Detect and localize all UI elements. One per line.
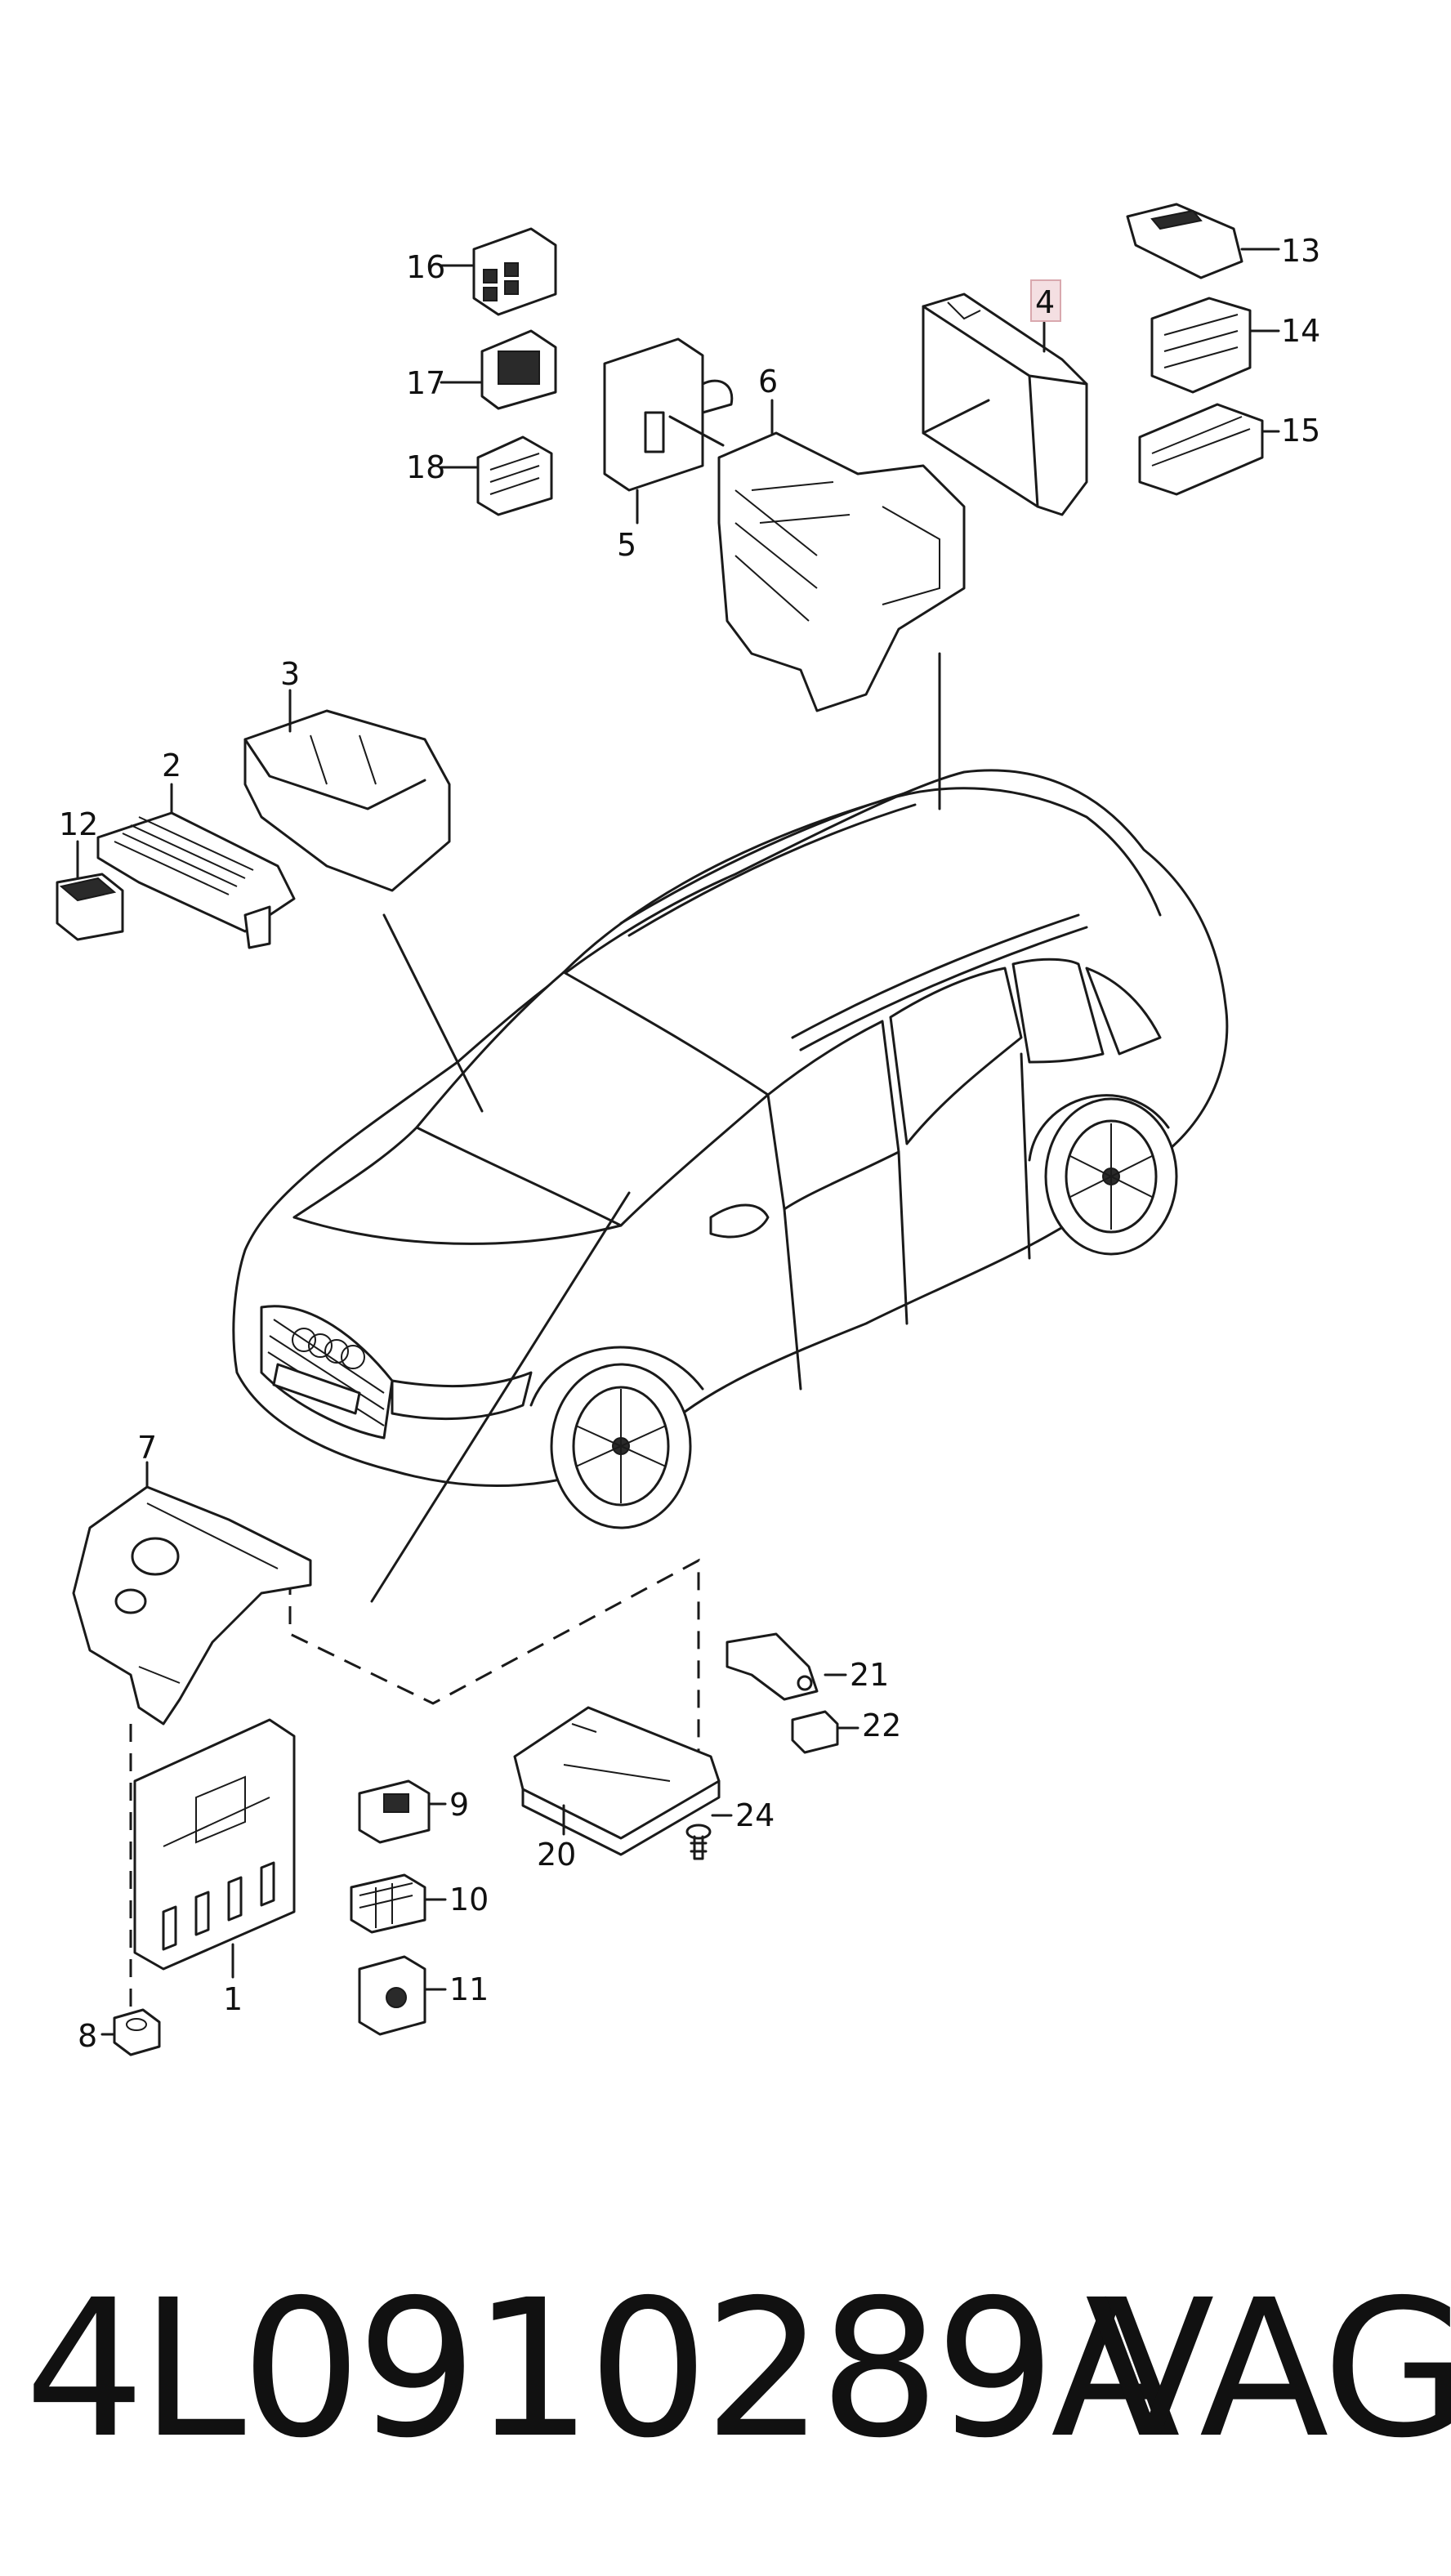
callout-22: 22 [862,1708,901,1743]
audi-rings-logo [292,1328,365,1369]
callout-24: 24 [735,1797,775,1833]
part-15-connector [1138,403,1280,496]
footer: 4L0910289A VAG [0,2263,1451,2476]
rear-wheel [1044,1097,1178,1256]
part-24-screw [685,1814,733,1860]
callout-6: 6 [758,364,778,400]
callout-9: 9 [449,1787,469,1823]
callout-2: 2 [162,748,181,784]
callout-15: 15 [1281,413,1320,449]
callout-5: 5 [617,527,636,563]
callout-4: 4 [1035,284,1055,320]
part-number: 4L0910289A [25,2259,1181,2480]
callout-18: 18 [406,449,445,485]
part-18-connector [440,435,553,516]
callout-13: 13 [1281,233,1320,269]
callout-16: 16 [406,249,445,285]
callout-10: 10 [449,1882,489,1917]
callout-8: 8 [78,2018,97,2054]
front-wheel [550,1363,692,1529]
leader-lines [288,652,941,1757]
part-17-connector [440,329,557,410]
callout-11: 11 [449,1971,489,2007]
callout-12: 12 [59,806,98,842]
part-22-connector [791,1710,859,1754]
part-1-control-unit [129,1718,296,2010]
part-9-connector [358,1779,447,1844]
part-10-connector [350,1873,447,1934]
callout-labels: 4 16 17 18 5 6 13 14 15 3 2 12 7 21 22 9… [59,233,1320,2054]
part-7-bracket [72,1461,312,1726]
part-12-relay [56,840,124,941]
part-11-connector [358,1955,447,2036]
callout-17: 17 [406,365,445,401]
part-14-connector [1150,297,1280,394]
part-6-bracket [717,399,966,712]
callout-14: 14 [1281,313,1320,349]
part-2-relay-carrier [96,783,296,949]
part-5-module [603,337,734,525]
part-3-tray [243,689,451,892]
callout-1: 1 [223,1981,243,2017]
vehicle-illustration [232,769,1229,1529]
part-21-connector [726,1632,847,1701]
part-13-connector [1126,203,1280,279]
part-8-nut [100,2008,161,2056]
callout-4-highlight [1030,279,1061,322]
callout-7: 7 [137,1430,157,1466]
callout-21: 21 [850,1657,889,1693]
part-20-module [513,1706,721,1856]
callout-3: 3 [280,656,300,692]
callout-20: 20 [537,1837,576,1873]
part-16-connector [440,227,557,316]
brand-name: VAG [1085,2259,1451,2480]
part-4-control-module [922,292,1088,516]
